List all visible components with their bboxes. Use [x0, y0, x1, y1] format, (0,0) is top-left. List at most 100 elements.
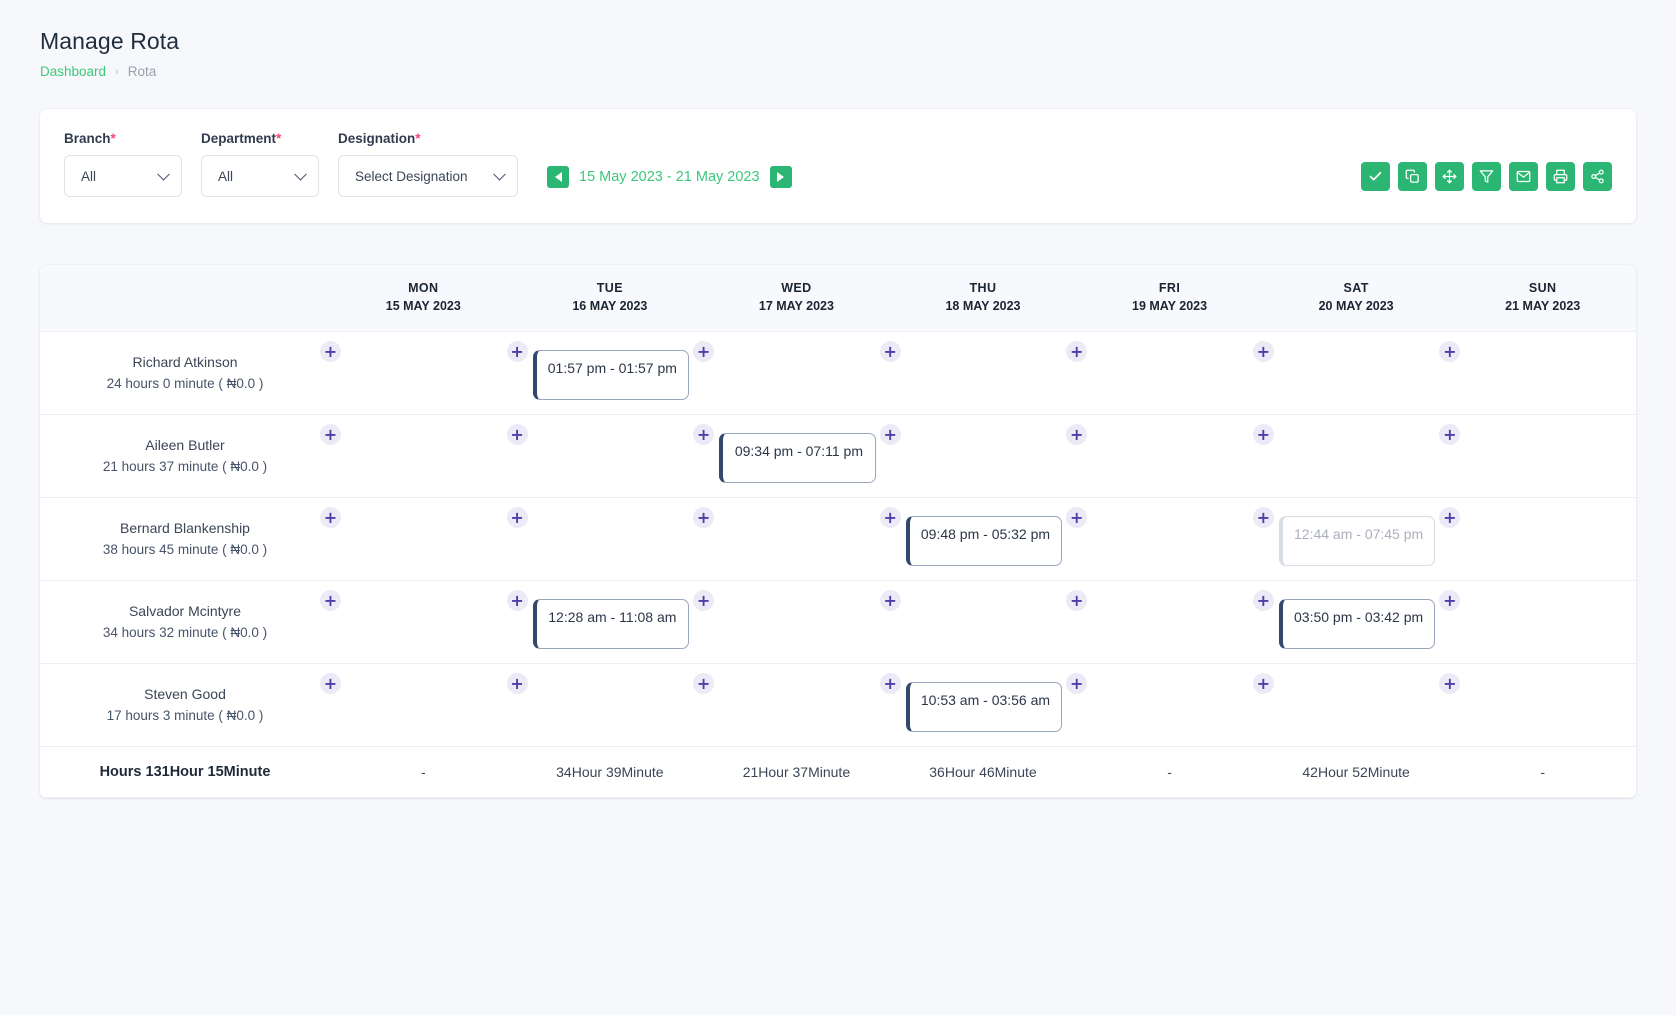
filter-button[interactable]: [1472, 162, 1501, 191]
copy-button[interactable]: [1398, 162, 1427, 191]
breadcrumb-separator-icon: ›: [115, 65, 119, 78]
page-root: Manage Rota Dashboard › Rota Branch* All…: [40, 28, 1636, 799]
day-header-dow: WED: [781, 281, 812, 295]
add-shift-icon[interactable]: +: [1252, 341, 1274, 363]
department-select-value: All: [218, 168, 234, 184]
add-shift-icon[interactable]: +: [879, 590, 901, 612]
shift-card[interactable]: 03:50 pm - 03:42 pm: [1278, 599, 1436, 650]
share-button[interactable]: [1583, 162, 1612, 191]
totals-row: Hours 131Hour 15Minute - 34Hour 39Minute…: [40, 746, 1636, 799]
add-shift-icon[interactable]: +: [506, 341, 528, 363]
employee-name: Aileen Butler: [145, 436, 225, 453]
approve-button[interactable]: [1361, 162, 1390, 191]
add-shift-icon[interactable]: +: [1439, 341, 1461, 363]
employee-column-header: [40, 265, 330, 333]
add-shift-icon[interactable]: +: [693, 673, 715, 695]
add-shift-icon[interactable]: +: [879, 341, 901, 363]
add-shift-icon[interactable]: +: [320, 341, 341, 363]
shift-card[interactable]: 01:57 pm - 01:57 pm: [532, 350, 690, 401]
day-cell: +: [320, 331, 517, 416]
add-shift-icon[interactable]: +: [693, 424, 715, 446]
add-shift-icon[interactable]: +: [1066, 341, 1088, 363]
required-asterisk: *: [276, 131, 282, 146]
branch-select-value: All: [81, 168, 97, 184]
print-button[interactable]: [1546, 162, 1575, 191]
add-shift-icon[interactable]: +: [1252, 507, 1274, 529]
totals-cell-2: 21Hour 37Minute: [703, 746, 890, 799]
page-title: Manage Rota: [40, 28, 180, 54]
day-header-date: 19 MAY 2023: [1132, 299, 1208, 314]
day-header-date: 17 MAY 2023: [758, 299, 834, 314]
shift-card[interactable]: 12:28 am - 11:08 am: [532, 599, 690, 650]
shift-card[interactable]: 09:34 pm - 07:11 pm: [719, 433, 876, 484]
envelope-icon: [1516, 170, 1531, 183]
chevron-down-icon: [493, 167, 506, 181]
add-shift-icon[interactable]: +: [320, 424, 341, 446]
add-shift-icon[interactable]: +: [1439, 590, 1461, 612]
add-shift-icon[interactable]: +: [1252, 590, 1274, 612]
required-asterisk: *: [110, 131, 116, 146]
day-cell: +: [1439, 497, 1636, 582]
add-shift-icon[interactable]: +: [506, 507, 528, 529]
employee-name: Steven Good: [144, 685, 226, 702]
day-cell: +09:34 pm - 07:11 pm: [693, 414, 890, 499]
email-button[interactable]: [1509, 162, 1538, 191]
add-shift-icon[interactable]: +: [506, 424, 528, 446]
add-shift-icon[interactable]: +: [506, 590, 528, 612]
prev-week-button[interactable]: [547, 166, 569, 188]
add-shift-icon[interactable]: +: [320, 673, 341, 695]
add-shift-icon[interactable]: +: [1066, 673, 1088, 695]
add-shift-icon[interactable]: +: [1439, 424, 1461, 446]
department-select[interactable]: All: [201, 155, 319, 197]
shift-card[interactable]: 09:48 pm - 05:32 pm: [905, 516, 1063, 567]
chevron-down-icon: [157, 167, 170, 181]
add-shift-icon[interactable]: +: [320, 507, 341, 529]
add-shift-icon[interactable]: +: [1439, 507, 1461, 529]
designation-select-value: Select Designation: [355, 168, 468, 184]
chevron-down-icon: [294, 167, 307, 181]
shift-card[interactable]: 10:53 am - 03:56 am: [905, 682, 1063, 733]
employee-name: Richard Atkinson: [132, 353, 238, 370]
add-shift-icon[interactable]: +: [879, 673, 901, 695]
day-header-date: 21 MAY 2023: [1505, 299, 1581, 314]
branch-select[interactable]: All: [64, 155, 182, 197]
day-cell: +: [1066, 331, 1263, 416]
day-header-date: 20 MAY 2023: [1318, 299, 1394, 314]
add-shift-icon[interactable]: +: [1066, 590, 1088, 612]
add-shift-icon[interactable]: +: [1252, 424, 1274, 446]
add-shift-icon[interactable]: +: [879, 507, 901, 529]
add-shift-icon[interactable]: +: [1066, 424, 1088, 446]
move-button[interactable]: [1435, 162, 1464, 191]
add-shift-icon[interactable]: +: [693, 590, 715, 612]
shift-card[interactable]: 12:44 am - 07:45 pm: [1278, 516, 1436, 567]
designation-label: Designation*: [338, 131, 421, 146]
add-shift-icon[interactable]: +: [1439, 673, 1461, 695]
breadcrumb-dashboard-link[interactable]: Dashboard: [40, 64, 107, 79]
day-cell: +: [1439, 580, 1636, 665]
check-icon: [1369, 171, 1382, 181]
add-shift-icon[interactable]: +: [1066, 507, 1088, 529]
add-shift-icon[interactable]: +: [879, 424, 901, 446]
breadcrumb-current: Rota: [127, 64, 157, 79]
add-shift-icon[interactable]: +: [1252, 673, 1274, 695]
day-cell: +: [879, 580, 1077, 665]
add-shift-icon[interactable]: +: [693, 507, 715, 529]
designation-select[interactable]: Select Designation: [338, 155, 518, 197]
next-week-button[interactable]: [769, 166, 792, 188]
totals-cell-1: 34Hour 39Minute: [516, 746, 704, 799]
day-cell: +12:44 am - 07:45 pm: [1252, 497, 1450, 582]
add-shift-icon[interactable]: +: [320, 590, 341, 612]
day-cell: +12:28 am - 11:08 am: [506, 580, 704, 665]
designation-field: Designation* Select Designation: [338, 131, 518, 197]
add-shift-icon[interactable]: +: [506, 673, 528, 695]
add-shift-icon[interactable]: +: [693, 341, 715, 363]
